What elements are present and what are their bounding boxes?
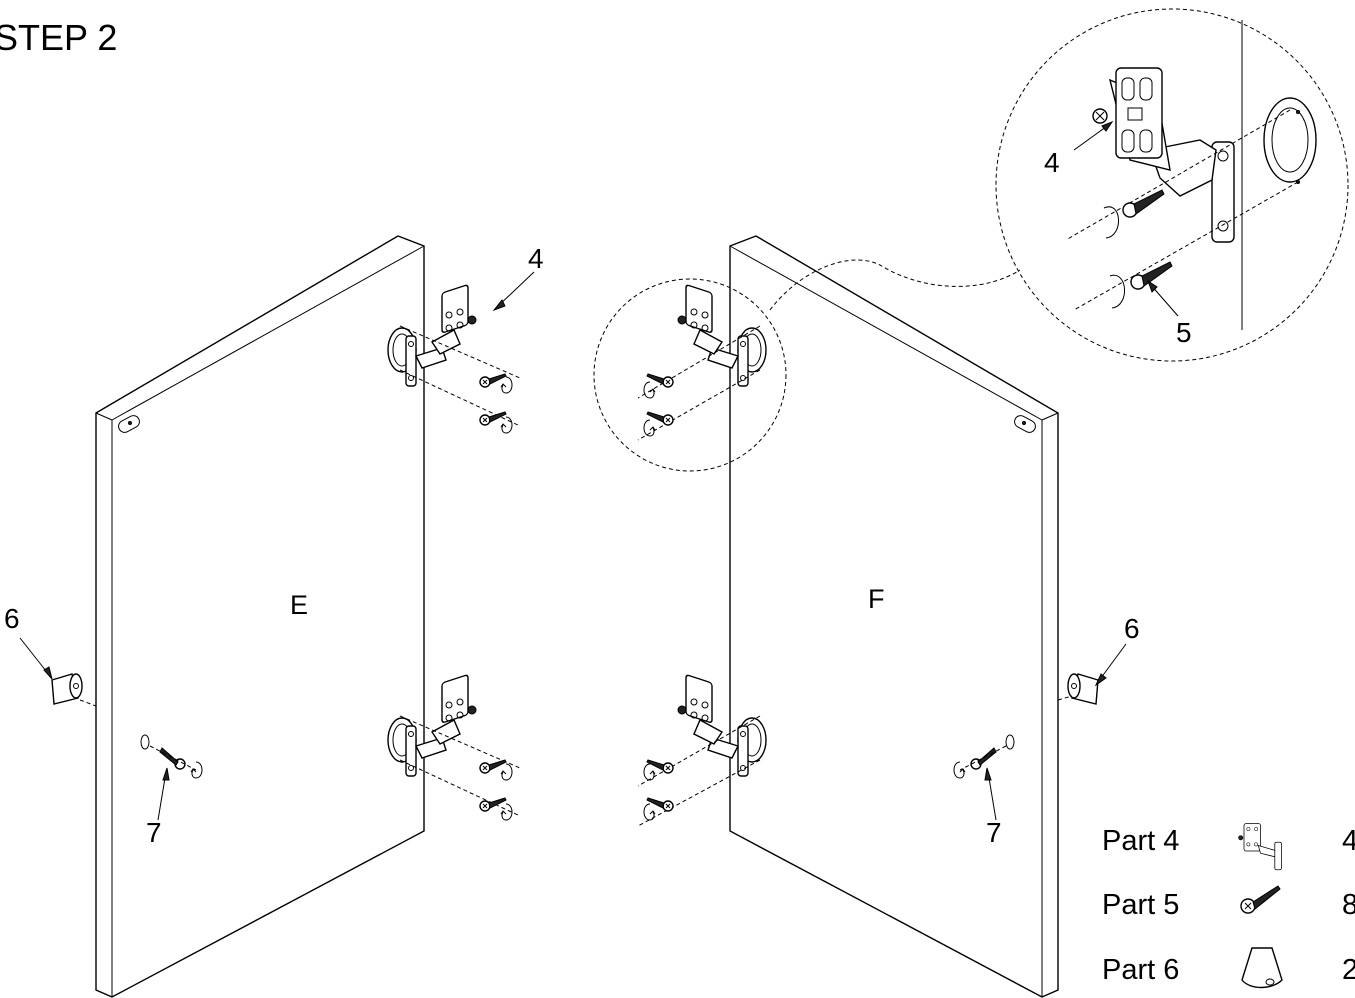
panel-f <box>729 235 1059 998</box>
parts-row-label: Part 4 <box>1102 825 1179 857</box>
detail-marker-circle <box>593 278 787 472</box>
panel-e <box>95 235 425 998</box>
callout-knob-screw-right: 7 <box>986 817 1002 848</box>
parts-row: Part 5 8 <box>1102 885 1355 921</box>
step-title: STEP 2 <box>0 17 117 58</box>
callout-bumper-left: 6 <box>4 603 20 634</box>
callout-screw-detail: 5 <box>1176 317 1192 348</box>
parts-row-qty: 8 <box>1342 889 1355 921</box>
parts-row-label: Part 5 <box>1102 889 1179 921</box>
screw-icon <box>1240 885 1281 914</box>
callout-hinge-left: 4 <box>528 243 544 274</box>
callout-bumper-right: 6 <box>1124 613 1140 644</box>
bumper-left <box>51 673 83 705</box>
bumper-icon <box>1241 947 1283 989</box>
parts-row: Part 6 2 <box>1102 947 1355 989</box>
parts-row-qty: 4 <box>1342 825 1355 857</box>
panel-e-label: E <box>290 590 308 620</box>
hinge-icon <box>1238 823 1282 871</box>
panel-f-label: F <box>868 584 885 614</box>
parts-row: Part 4 4 <box>1102 823 1355 871</box>
callout-knob-screw-left: 7 <box>146 817 162 848</box>
detail-zoom <box>995 8 1349 362</box>
knob-screw-right <box>953 745 1007 779</box>
parts-row-qty: 2 <box>1342 954 1355 986</box>
parts-row-label: Part 6 <box>1102 954 1179 986</box>
knob-screw-left <box>149 745 203 779</box>
callout-hinge-detail: 4 <box>1044 147 1060 178</box>
bumper-right <box>1067 673 1099 705</box>
parts-list: Part 4 4 Part 5 8 Part 6 <box>1102 823 1355 989</box>
